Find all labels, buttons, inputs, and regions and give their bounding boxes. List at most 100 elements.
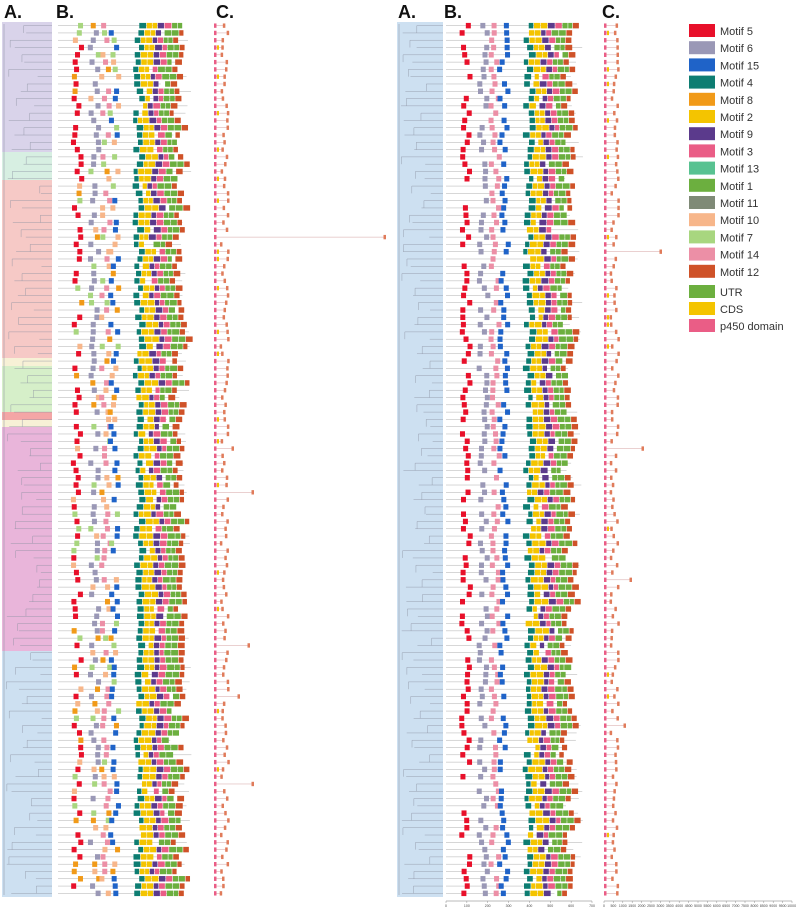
motif-box <box>539 234 545 240</box>
motif-box <box>550 752 556 758</box>
motif-box <box>146 533 153 539</box>
motif-box <box>503 22 509 29</box>
motif-box <box>534 569 541 576</box>
exon-box <box>214 789 217 794</box>
exon-box <box>224 730 228 736</box>
exon-box <box>214 103 217 109</box>
motif-box <box>134 890 141 897</box>
motif-box <box>546 423 552 430</box>
motif-box <box>560 409 567 415</box>
motif-box <box>114 584 120 590</box>
panel-label-a-right: A. <box>398 2 416 22</box>
motif-box <box>542 321 547 328</box>
motif-box <box>139 307 145 313</box>
motif-box <box>540 664 548 671</box>
motif-box <box>133 511 139 517</box>
motif-box <box>152 66 158 73</box>
motif-box <box>159 205 166 211</box>
motif-box <box>148 657 155 663</box>
motif-box <box>527 146 534 153</box>
motif-box <box>77 314 83 321</box>
motif-box <box>481 431 487 437</box>
exon-box <box>214 512 217 517</box>
motif-box <box>165 657 171 663</box>
exon-box <box>604 745 607 750</box>
motif-box <box>99 394 105 401</box>
motif-box <box>478 270 484 277</box>
motif-box <box>532 759 539 765</box>
axis-tick-label: 4000 <box>675 904 683 907</box>
motif-box <box>178 635 185 641</box>
exon-box <box>227 198 230 203</box>
exon-box <box>214 344 217 349</box>
motif-box <box>179 489 184 496</box>
motif-box <box>567 431 574 437</box>
motif-box <box>90 22 96 29</box>
motif-box <box>498 278 504 284</box>
motif-box <box>142 577 147 583</box>
motif-box <box>153 59 161 65</box>
motif-box <box>550 248 556 255</box>
motif-box <box>536 671 544 678</box>
motif-box <box>174 292 180 299</box>
motif-box <box>139 876 145 882</box>
motif-box <box>542 387 548 393</box>
motif-box <box>170 219 177 226</box>
motif-box <box>162 584 167 590</box>
motif-box <box>567 577 574 583</box>
motif-box <box>151 722 157 729</box>
exon-box <box>604 694 607 699</box>
motif-box <box>138 649 144 656</box>
motif-box <box>539 270 545 277</box>
motif-box <box>140 299 148 306</box>
motif-box <box>141 584 149 590</box>
motif-box <box>529 278 536 284</box>
motif-box <box>532 788 538 795</box>
motif-box <box>463 445 469 452</box>
motif-box <box>505 562 511 568</box>
motif-box <box>483 577 489 583</box>
motif-box <box>541 657 548 663</box>
motif-box <box>150 504 155 510</box>
motif-box <box>466 540 472 547</box>
motif-box <box>561 431 568 437</box>
exon-box <box>614 468 618 473</box>
motif-box <box>138 431 146 437</box>
motif-box <box>459 620 465 627</box>
motif-box <box>547 876 554 882</box>
motif-box <box>157 22 164 29</box>
motif-box <box>171 183 177 189</box>
motif-box <box>94 708 100 714</box>
motif-box <box>137 227 144 233</box>
motif-box <box>534 161 540 167</box>
motif-box <box>72 664 78 671</box>
legend-label: Motif 2 <box>720 112 753 124</box>
motif-box <box>175 59 182 65</box>
motif-box <box>464 883 470 889</box>
motif-box <box>185 518 190 525</box>
motif-box <box>165 132 172 138</box>
exon-box <box>616 891 619 896</box>
motif-box <box>546 540 552 547</box>
motif-box <box>566 526 572 532</box>
motif-box <box>105 329 111 335</box>
motif-box <box>168 307 175 313</box>
exon-box <box>611 803 615 809</box>
motif-box <box>174 613 181 620</box>
motif-box <box>174 212 179 218</box>
motif-box <box>134 868 140 875</box>
motif-box <box>542 628 549 634</box>
motif-box <box>136 124 144 131</box>
motif-box <box>542 795 547 802</box>
motif-box <box>538 299 546 306</box>
motif-box <box>565 358 573 364</box>
motif-box <box>536 358 542 364</box>
motif-box <box>169 511 174 517</box>
exon-box <box>214 883 217 889</box>
motif-box <box>72 708 78 714</box>
motif-box <box>490 380 496 386</box>
motif-box <box>503 533 509 539</box>
motif-box <box>494 183 500 189</box>
motif-box <box>100 154 106 160</box>
motif-box <box>466 635 472 641</box>
